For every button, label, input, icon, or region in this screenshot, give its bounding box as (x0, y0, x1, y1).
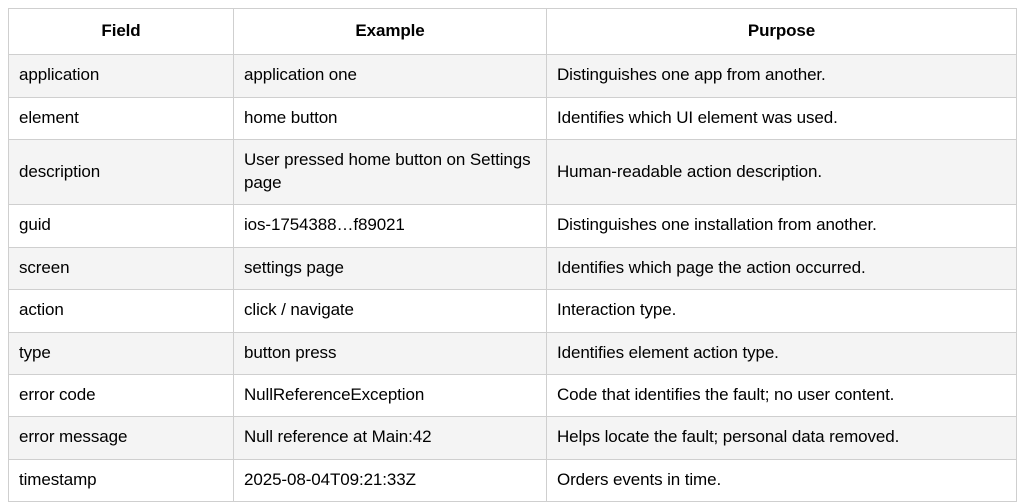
cell-purpose: Identifies element action type. (546, 331, 1017, 375)
cell-purpose: Helps locate the fault; personal data re… (546, 416, 1017, 460)
cell-field: error message (8, 416, 234, 460)
cell-example: User pressed home button on Settings pag… (233, 139, 547, 206)
column-header-example: Example (233, 7, 547, 56)
table-header: Field Example Purpose (8, 7, 1017, 56)
table-header-row: Field Example Purpose (8, 7, 1017, 56)
cell-field: application (8, 54, 234, 98)
cell-purpose: Orders events in time. (546, 458, 1017, 502)
cell-purpose: Distinguishes one installation from anot… (546, 204, 1017, 248)
cell-field: type (8, 331, 234, 375)
cell-example: click / navigate (233, 289, 547, 333)
cell-purpose: Human-readable action description. (546, 139, 1017, 206)
cell-purpose: Identifies which page the action occurre… (546, 246, 1017, 291)
cell-purpose: Identifies which UI element was used. (546, 96, 1017, 141)
cell-field: timestamp (8, 458, 234, 502)
cell-example: button press (233, 331, 547, 375)
column-header-purpose: Purpose (546, 7, 1017, 56)
cell-purpose: Distinguishes one app from another. (546, 54, 1017, 98)
cell-field: action (8, 289, 234, 333)
cell-example: ios-1754388…f89021 (233, 204, 547, 248)
column-header-field: Field (8, 7, 234, 56)
cell-field: screen (8, 246, 234, 291)
cell-example: home button (233, 96, 547, 141)
cell-example: 2025-08-04T09:21:33Z (233, 458, 547, 502)
cell-purpose: Code that identifies the fault; no user … (546, 373, 1017, 418)
cell-purpose: Interaction type. (546, 289, 1017, 333)
cell-example: application one (233, 54, 547, 98)
cell-example: NullReferenceException (233, 373, 547, 418)
cell-example: Null reference at Main:42 (233, 416, 547, 460)
cell-example: settings page (233, 246, 547, 291)
cell-field: error code (8, 373, 234, 418)
cell-field: description (8, 139, 234, 206)
cell-field: guid (8, 204, 234, 248)
cell-field: element (8, 96, 234, 141)
